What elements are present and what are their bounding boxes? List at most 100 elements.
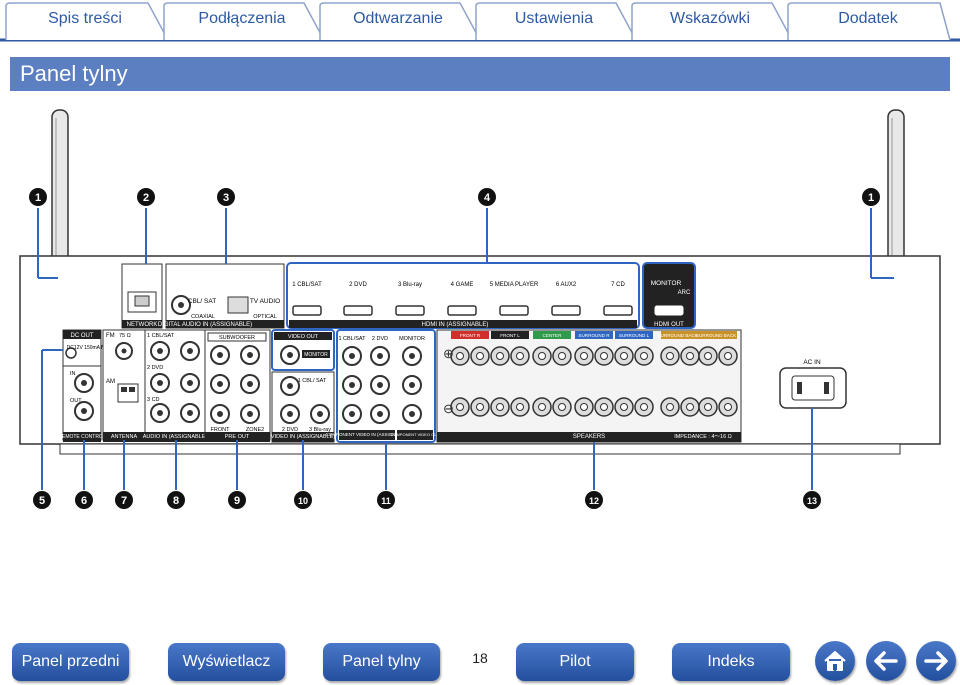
audio-in-3-label: 3 CD [147, 397, 160, 403]
component-video-out-label: COMPONENT VIDEO OUT [390, 432, 440, 437]
component-jack [370, 375, 390, 395]
pre-out-zone2-label: ZONE2 [246, 427, 264, 433]
speaker-terminal-pair: SURROUND R [574, 331, 614, 417]
coax-input-label: CBL/ SAT [188, 298, 216, 305]
rear-panel-diagram: NETWORK CBL/ SAT TV AUDIO COAXIAL OPTICA… [19, 109, 941, 509]
tab-wskazowki[interactable]: Wskazówki [669, 10, 750, 27]
audio-jack [180, 341, 200, 361]
tab-spis-tresci[interactable]: Spis treści [48, 10, 122, 27]
callout-number: 13 [807, 496, 817, 506]
pre-out-jack [240, 374, 260, 394]
callout-number: 1 [868, 192, 874, 204]
nav-indeks-button[interactable]: Indeks [672, 643, 790, 681]
hdmi-port [292, 305, 322, 316]
plus-icon: ⊕ [443, 346, 454, 361]
pre-out-jack [240, 345, 260, 365]
hdmi-in-label: HDMI IN (ASSIGNABLE) [422, 322, 489, 328]
forward-button[interactable] [916, 641, 956, 681]
component-jack [370, 346, 390, 366]
speaker-channel-label: SURROUND BACK R [658, 333, 704, 338]
audio-in-label: AUDIO IN (ASSIGNABLE) [143, 434, 208, 440]
audio-in-1-label: 1 CBL/SAT [147, 333, 175, 339]
back-button[interactable] [866, 641, 906, 681]
video-in-2-label: 2 DVD [282, 427, 298, 433]
callout-marker: 12 [585, 491, 603, 509]
hdmi-port [395, 305, 425, 316]
tab-podlaczenia[interactable]: Podłączenia [198, 10, 286, 27]
pre-out-jack [240, 404, 260, 424]
callout-lines [37, 208, 894, 490]
callout-marker: 2 [137, 188, 155, 206]
nav-wyswietlacz-button[interactable]: Wyświetlacz [168, 643, 285, 681]
component-jack [342, 346, 362, 366]
hdmi-port [343, 305, 373, 316]
component-video-in-label: COMPONENT VIDEO IN (ASSIGNABLE) [326, 432, 409, 437]
hdmi-port [551, 305, 581, 316]
home-button[interactable] [815, 641, 855, 681]
minus-icon: ⊖ [443, 401, 454, 416]
ac-in-label: AC IN [803, 359, 821, 366]
pre-out-jack [210, 345, 230, 365]
component-jack [402, 346, 422, 366]
arrow-right-icon [924, 651, 948, 671]
top-tab-bar: Spis treści Podłączenia Odtwarzanie Usta… [0, 0, 960, 42]
callout-marker: 6 [75, 491, 93, 509]
dc-spec-label: DC12V 150mA MAX. [67, 345, 114, 351]
pre-out-jack [210, 404, 230, 424]
nav-panel-przedni-button[interactable]: Panel przedni [12, 643, 129, 681]
callout-number: 11 [381, 496, 391, 506]
tab-odtwarzanie[interactable]: Odtwarzanie [353, 10, 443, 27]
network-label: NETWORK [127, 322, 158, 328]
tab-ustawienia[interactable]: Ustawienia [514, 10, 594, 27]
hdmi-port [447, 305, 477, 316]
speaker-channel-label: SURROUND R [578, 333, 610, 338]
hdmi-input-label: 1 CBL/SAT [292, 282, 322, 288]
callout-number: 9 [234, 495, 240, 507]
arc-label: ARC [678, 290, 691, 296]
speaker-terminal-pair: FRONT R [450, 331, 490, 417]
hdmi-in-block [286, 262, 640, 329]
component-jack [402, 375, 422, 395]
nav-panel-tylny-button[interactable]: Panel tylny [323, 643, 440, 681]
speaker-channel-label: SURROUND L [619, 333, 650, 338]
fm-label: FM [106, 333, 115, 339]
am-label: AM [106, 379, 115, 385]
remote-in-label: IN [70, 371, 76, 377]
component-2-label: 2 DVD [372, 336, 388, 342]
video-monitor-label: MONITOR [304, 352, 328, 358]
pre-out-front-label: FRONT [211, 427, 231, 433]
callout-marker: 10 [294, 491, 312, 509]
component-jack [402, 404, 422, 424]
speaker-terminal-pair: FRONT L [490, 331, 530, 417]
home-icon [824, 651, 846, 671]
callout-number: 3 [223, 192, 229, 204]
nav-pilot-button[interactable]: Pilot [516, 643, 634, 681]
hdmi-input-label: 2 DVD [349, 282, 367, 288]
callout-marker: 11 [377, 491, 395, 509]
callout-marker: 8 [167, 491, 185, 509]
callout-marker: 1 [29, 188, 47, 206]
callout-number: 10 [298, 496, 308, 506]
hdmi-input-label: 4 GAME [451, 282, 474, 288]
video-in-1-label: 1 CBL/ SAT [298, 378, 327, 384]
speaker-channel-label: FRONT L [500, 333, 520, 338]
callout-marker: 9 [228, 491, 246, 509]
component-jack [342, 375, 362, 395]
component-monitor-label: MONITOR [399, 336, 425, 342]
callout-number: 2 [143, 192, 149, 204]
hdmi-input-label: 5 MEDIA PLAYER [490, 282, 539, 288]
tab-dodatek[interactable]: Dodatek [838, 10, 898, 27]
remote-out-label: OUT [70, 398, 82, 404]
page-title: Panel tylny [10, 57, 950, 91]
component-1-label: 1 CBL/SAT [338, 336, 366, 342]
video-in-3-label: 3 Blu-ray [309, 427, 331, 433]
callout-marker: 13 [803, 491, 821, 509]
callout-marker: 5 [33, 491, 51, 509]
callout-number: 4 [484, 192, 491, 204]
hdmi-out-label: HDMI OUT [654, 322, 684, 328]
component-jack [370, 404, 390, 424]
speaker-terminal-pair: CENTER [532, 331, 572, 417]
speaker-channel-label: CENTER [543, 333, 563, 338]
page-number: 18 [472, 650, 488, 666]
